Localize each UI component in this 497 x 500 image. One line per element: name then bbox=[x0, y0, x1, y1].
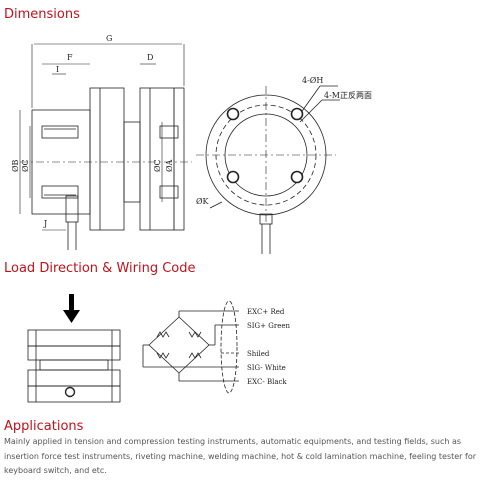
mount-hole-1 bbox=[226, 107, 240, 121]
wire-2-label: SIG+ Green bbox=[247, 322, 290, 330]
dim-k-label: ØK bbox=[196, 197, 210, 206]
dimensions-drawing: G F D I J ØB ØC ØC ØA bbox=[4, 22, 392, 260]
wiring-diagram: EXC+ Red SIG+ Green Shiled SIG- White EX… bbox=[135, 297, 324, 399]
mount-hole-4 bbox=[290, 170, 304, 184]
applications-heading: Applications bbox=[4, 419, 84, 434]
dim-c-left-label: ØC bbox=[21, 159, 30, 172]
dim-f-label: F bbox=[67, 53, 73, 62]
applications-text: Mainly applied in tension and compressio… bbox=[4, 437, 477, 475]
load-arrow-icon bbox=[63, 294, 80, 323]
load-direction-drawing bbox=[4, 279, 132, 420]
wiring-svg: EXC+ Red SIG+ Green Shiled SIG- White EX… bbox=[142, 300, 290, 394]
dim-m-label: 4-M正反两面 bbox=[324, 90, 372, 100]
dim-i-label: I bbox=[56, 65, 59, 74]
wire-3-label: Shiled bbox=[247, 350, 270, 358]
dim-h-label: 4-ØH bbox=[302, 76, 323, 85]
load-direction-svg bbox=[27, 294, 121, 403]
mount-hole-2 bbox=[290, 107, 304, 121]
wire-5-label: EXC- Black bbox=[247, 378, 287, 386]
mount-hole-3 bbox=[226, 170, 240, 184]
cable-port-icon bbox=[64, 386, 76, 398]
cable-shield bbox=[220, 300, 238, 394]
side-right-flange bbox=[139, 87, 185, 231]
wire-4-label: SIG- White bbox=[247, 364, 286, 372]
dim-d-label: D bbox=[147, 53, 153, 62]
side-left-flange bbox=[89, 87, 125, 231]
load-wiring-heading: Load Direction & Wiring Code bbox=[4, 261, 196, 276]
wheatstone-bridge bbox=[148, 316, 210, 374]
dimensions-heading: Dimensions bbox=[4, 7, 80, 22]
dim-b-label: ØB bbox=[11, 159, 20, 172]
dimensions-svg: G F D I J ØB ØC ØC ØA bbox=[11, 34, 372, 254]
load-top-plate bbox=[27, 329, 121, 347]
dim-a-label: ØA bbox=[165, 159, 174, 172]
wire-1-label: EXC+ Red bbox=[247, 308, 285, 316]
dim-c-right-label: ØC bbox=[153, 159, 162, 172]
dim-g-label: G bbox=[106, 34, 112, 43]
dim-j-label: J bbox=[43, 219, 47, 228]
